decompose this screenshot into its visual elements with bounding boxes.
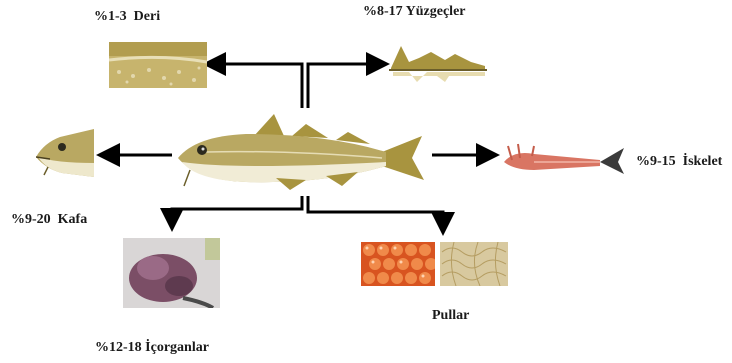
arrow-to-scales [308,196,443,230]
fins-label: %8-17 Yüzgeçler [363,4,466,20]
whole-fish-image [176,112,426,192]
head-image [36,129,96,177]
skeleton-image [504,140,626,176]
arrow-to-viscera [172,196,302,226]
scales-image [440,242,508,286]
viscera-image [123,238,220,308]
fins-image [389,38,487,84]
viscera-label: %12-18 İçorganlar [95,340,209,356]
skeleton-label: %9-15 İskelet [636,154,722,170]
scales-label: Pullar [432,308,469,324]
head-label: %9-20 Kafa [11,212,87,228]
skin-label: %1-3 Deri [94,9,160,25]
arrow-to-fins [308,64,384,108]
roe-image [361,242,435,286]
skin-image [109,42,207,88]
arrow-to-skin [208,64,302,108]
